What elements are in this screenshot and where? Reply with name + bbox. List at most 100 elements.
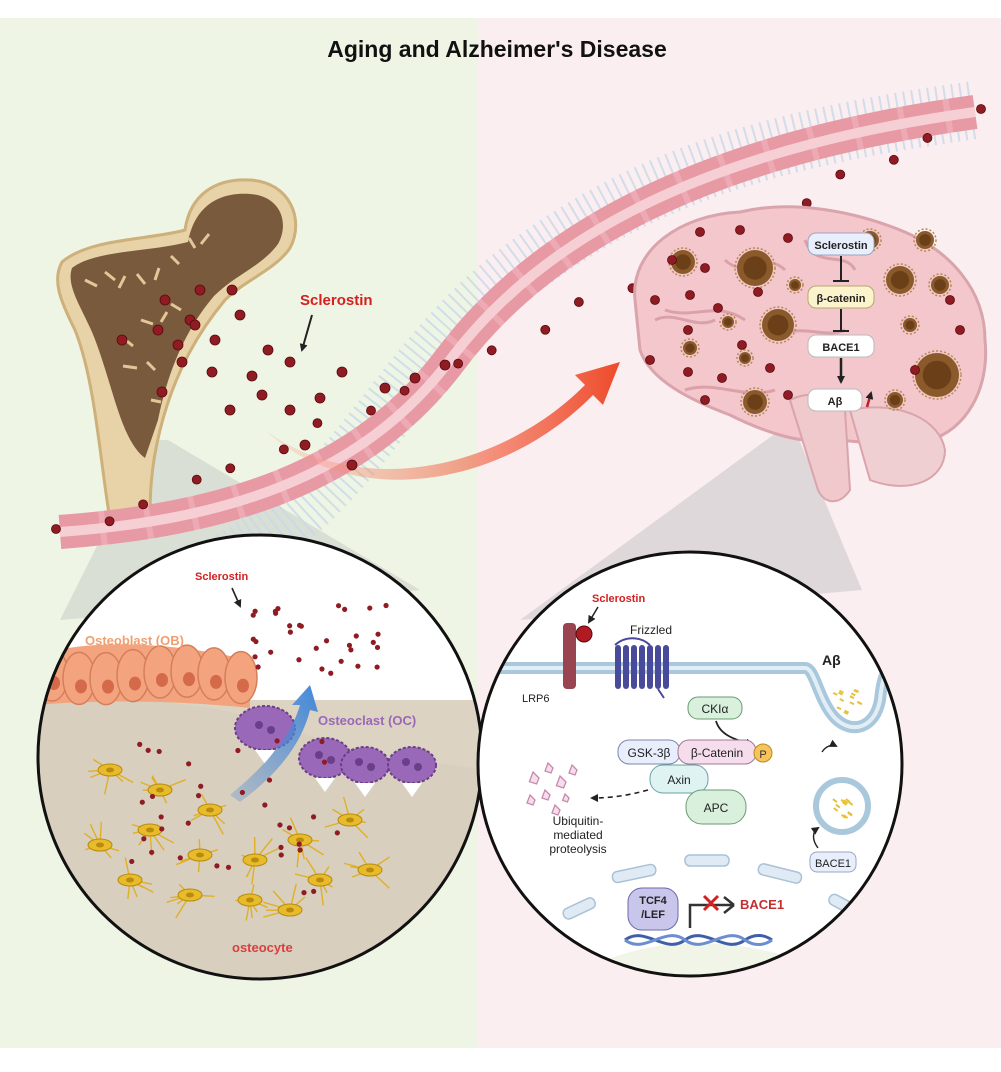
sclerostin-particle xyxy=(319,666,324,671)
sclerostin-particle xyxy=(347,460,357,470)
sclerostin-particle xyxy=(278,845,283,850)
sclerostin-particle xyxy=(256,664,261,669)
sclerostin-particle xyxy=(784,391,793,400)
sclerostin-particle xyxy=(651,296,660,305)
sclerostin-particle xyxy=(701,396,710,405)
sclerostin-label-main: Sclerostin xyxy=(300,292,373,309)
sclerostin-particle xyxy=(288,630,293,635)
sclerostin-particle xyxy=(267,777,272,782)
sclerostin-particle xyxy=(186,821,191,826)
sclerostin-particle xyxy=(285,357,295,367)
sclerostin-particle xyxy=(487,346,496,355)
frizzled-helix xyxy=(631,645,637,689)
sclerostin-particle xyxy=(279,445,288,454)
sclerostin-particle xyxy=(738,341,747,350)
sclerostin-particle xyxy=(574,298,583,307)
sclerostin-particle xyxy=(956,326,965,335)
sclerostin-particle xyxy=(684,368,693,377)
sclerostin-particle xyxy=(257,390,267,400)
sclerostin-particle xyxy=(195,285,205,295)
sclerostin-particle xyxy=(668,256,677,265)
sclerostin-particle xyxy=(117,335,127,345)
sclerostin-particle xyxy=(235,748,240,753)
sclerostin-particle xyxy=(337,367,347,377)
lrp6-receptor xyxy=(563,623,576,689)
sclerostin-particle xyxy=(311,889,316,894)
sclerostin-particle xyxy=(371,640,376,645)
osteocyte-label: osteocyte xyxy=(232,940,293,955)
sclerostin-particle xyxy=(287,825,292,830)
sclerostin-particle xyxy=(324,638,329,643)
sclerostin-particle xyxy=(226,865,231,870)
sclerostin-particle xyxy=(354,633,359,638)
sclerostin-particle xyxy=(298,847,303,852)
sclerostin-particle xyxy=(137,742,142,747)
sclerostin-particle xyxy=(160,295,170,305)
sclerostin-particle xyxy=(141,836,146,841)
sclerostin-particle xyxy=(454,359,463,368)
sclerostin-particle xyxy=(150,794,155,799)
gsk3b-label: GSK-3β xyxy=(628,746,671,760)
sclerostin-particle xyxy=(159,814,164,819)
sclerostin-particle xyxy=(766,364,775,373)
frizzled-helix xyxy=(647,645,653,689)
sclerostin-particle xyxy=(247,371,257,381)
sclerostin-particle xyxy=(157,749,162,754)
sclerostin-particle xyxy=(367,406,376,415)
bace1-vesicle xyxy=(816,780,868,832)
sclerostin-particle xyxy=(375,664,380,669)
sclerostin-particle xyxy=(347,643,352,648)
sclerostin-particle xyxy=(279,852,284,857)
sclerostin-particle xyxy=(911,366,920,375)
sclerostin-particle xyxy=(297,842,302,847)
sclerostin-particle xyxy=(140,800,145,805)
osteoblast-cell xyxy=(225,652,257,704)
sclerostin-particle xyxy=(375,645,380,650)
phosphate-label: P xyxy=(759,749,766,761)
pathway-label-sclerostin: Sclerostin xyxy=(814,240,867,252)
osteoblast-nucleus xyxy=(75,679,87,693)
sclerostin-particle xyxy=(380,383,390,393)
bace1-gene-label: BACE1 xyxy=(740,897,784,912)
osteoclast-label: Osteoclast (OC) xyxy=(318,713,416,728)
sclerostin-particle xyxy=(311,814,316,819)
sclerostin-particle xyxy=(718,374,727,383)
sclerostin-particle xyxy=(355,664,360,669)
sclerostin-particle xyxy=(889,155,898,164)
sclerostin-particle xyxy=(297,623,302,628)
apc-label: APC xyxy=(704,801,729,815)
ckia-label: CKIα xyxy=(702,702,729,716)
sclerostin-particle xyxy=(336,603,341,608)
axin-label: Axin xyxy=(667,773,690,787)
sclerostin-particle xyxy=(322,760,327,765)
sclerostin-particle xyxy=(190,320,200,330)
sclerostin-particle xyxy=(923,133,932,142)
sclerostin-particle xyxy=(315,393,325,403)
sclerostin-particle xyxy=(253,639,258,644)
bcatenin-label: β-Catenin xyxy=(691,746,743,760)
sclerostin-particle xyxy=(335,830,340,835)
sclerostin-particle xyxy=(263,345,273,355)
sclerostin-particle xyxy=(714,304,723,313)
sclerostin-particle xyxy=(541,325,550,334)
sclerostin-particle xyxy=(646,356,655,365)
sclerostin-particle xyxy=(977,105,986,114)
frizzled-helix xyxy=(655,645,661,689)
sclerostin-particle xyxy=(173,340,183,350)
sclerostin-particle xyxy=(198,784,203,789)
sclerostin-particle xyxy=(139,500,148,509)
sclerostin-particle xyxy=(235,310,245,320)
sclerostin-particle xyxy=(210,335,220,345)
sclerostin-particle xyxy=(946,296,955,305)
figure-title: Aging and Alzheimer's Disease xyxy=(327,36,667,62)
sclerostin-particle xyxy=(227,285,237,295)
sclerostin-particle xyxy=(836,170,845,179)
sclerostin-particle xyxy=(736,226,745,235)
sclerostin-label-bone: Sclerostin xyxy=(195,571,248,583)
sclerostin-particle xyxy=(300,440,310,450)
sclerostin-particle xyxy=(287,623,292,628)
osteoblast-nucleus xyxy=(102,680,114,694)
sclerostin-particle xyxy=(157,387,167,397)
sclerostin-particle xyxy=(754,288,763,297)
